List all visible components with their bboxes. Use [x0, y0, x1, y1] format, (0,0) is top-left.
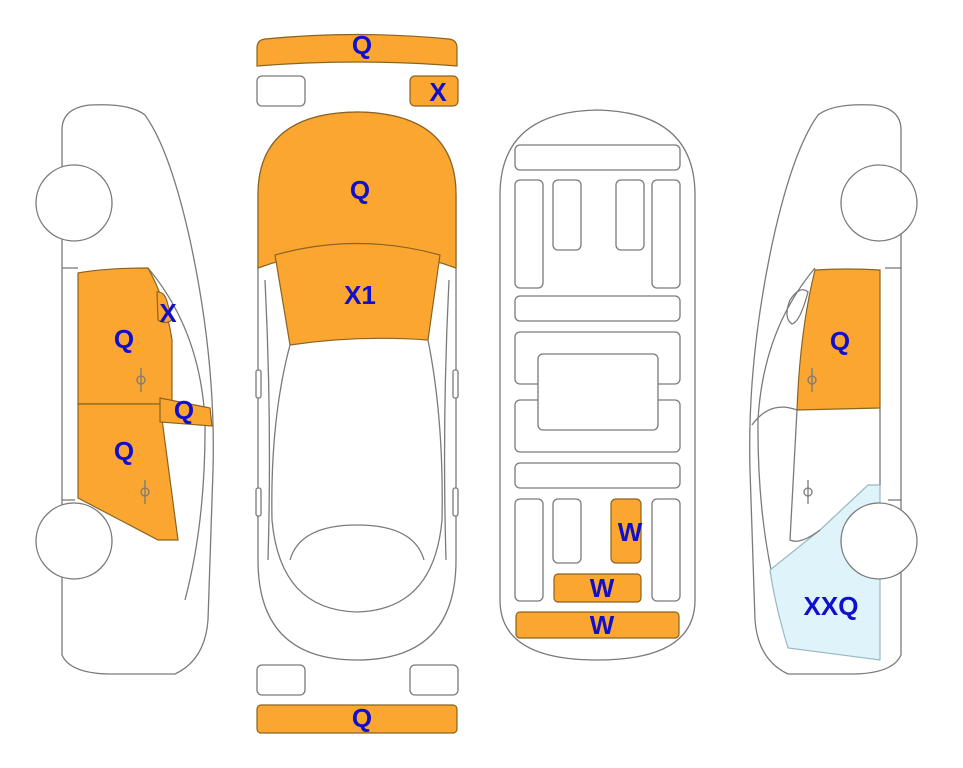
underbody-center-tunnel: [537, 353, 659, 431]
right-front-door-handle-icon: [807, 368, 817, 392]
left-mirror-lower-panel[interactable]: [159, 397, 213, 427]
left-taillight: [256, 664, 306, 696]
front-bumper-panel[interactable]: [256, 33, 458, 67]
left-front-wheel: [35, 164, 113, 242]
top-view: Q X Q X1 Q: [255, 30, 459, 734]
left-mirror-upper-panel[interactable]: [156, 291, 173, 324]
right-taillight: [409, 664, 459, 696]
left-rear-door-label: Q: [114, 436, 134, 466]
left-front-door-handle-icon: [136, 368, 146, 392]
windshield-panel[interactable]: [274, 242, 441, 346]
right-side-view: Q XXQ: [749, 104, 918, 675]
floor-rear-panel[interactable]: [515, 611, 680, 639]
top-right-mirror: [452, 369, 459, 399]
underbody-view: W W W: [499, 109, 696, 661]
right-rear-quarter-label: XXQ: [804, 591, 859, 621]
left-rear-door-panel[interactable]: [77, 403, 179, 541]
hood-label: Q: [350, 175, 370, 205]
left-side-view: Q X Q Q: [35, 104, 214, 675]
left-headlight: [256, 75, 306, 107]
left-rear-wheel: [35, 502, 113, 580]
left-rear-door-handle-icon: [140, 480, 150, 504]
floor-rear-crossmember-label: W: [590, 573, 615, 603]
floor-rear-crossmember-panel[interactable]: [553, 573, 642, 603]
floor-center-panel[interactable]: [610, 498, 642, 564]
top-left-mirror: [255, 369, 262, 399]
left-front-door-panel[interactable]: [77, 267, 173, 405]
left-mirror-q-label: Q: [174, 395, 194, 425]
right-front-wheel: [840, 164, 918, 242]
front-bumper-label: Q: [352, 30, 372, 60]
rear-bumper-label: Q: [352, 703, 372, 733]
right-front-door-label: Q: [830, 326, 850, 356]
windshield-label: X1: [344, 280, 376, 310]
rear-bumper-panel[interactable]: [256, 704, 458, 734]
right-headlight-panel[interactable]: [409, 75, 459, 107]
left-mirror-x-label: X: [159, 298, 177, 328]
left-front-door-label: Q: [114, 324, 134, 354]
floor-rear-panel-label: W: [590, 610, 615, 640]
right-rear-door-handle-icon: [803, 480, 813, 504]
right-headlight-label: X: [429, 77, 447, 107]
floor-center-label: W: [618, 517, 643, 547]
right-rear-wheel: [840, 502, 918, 580]
